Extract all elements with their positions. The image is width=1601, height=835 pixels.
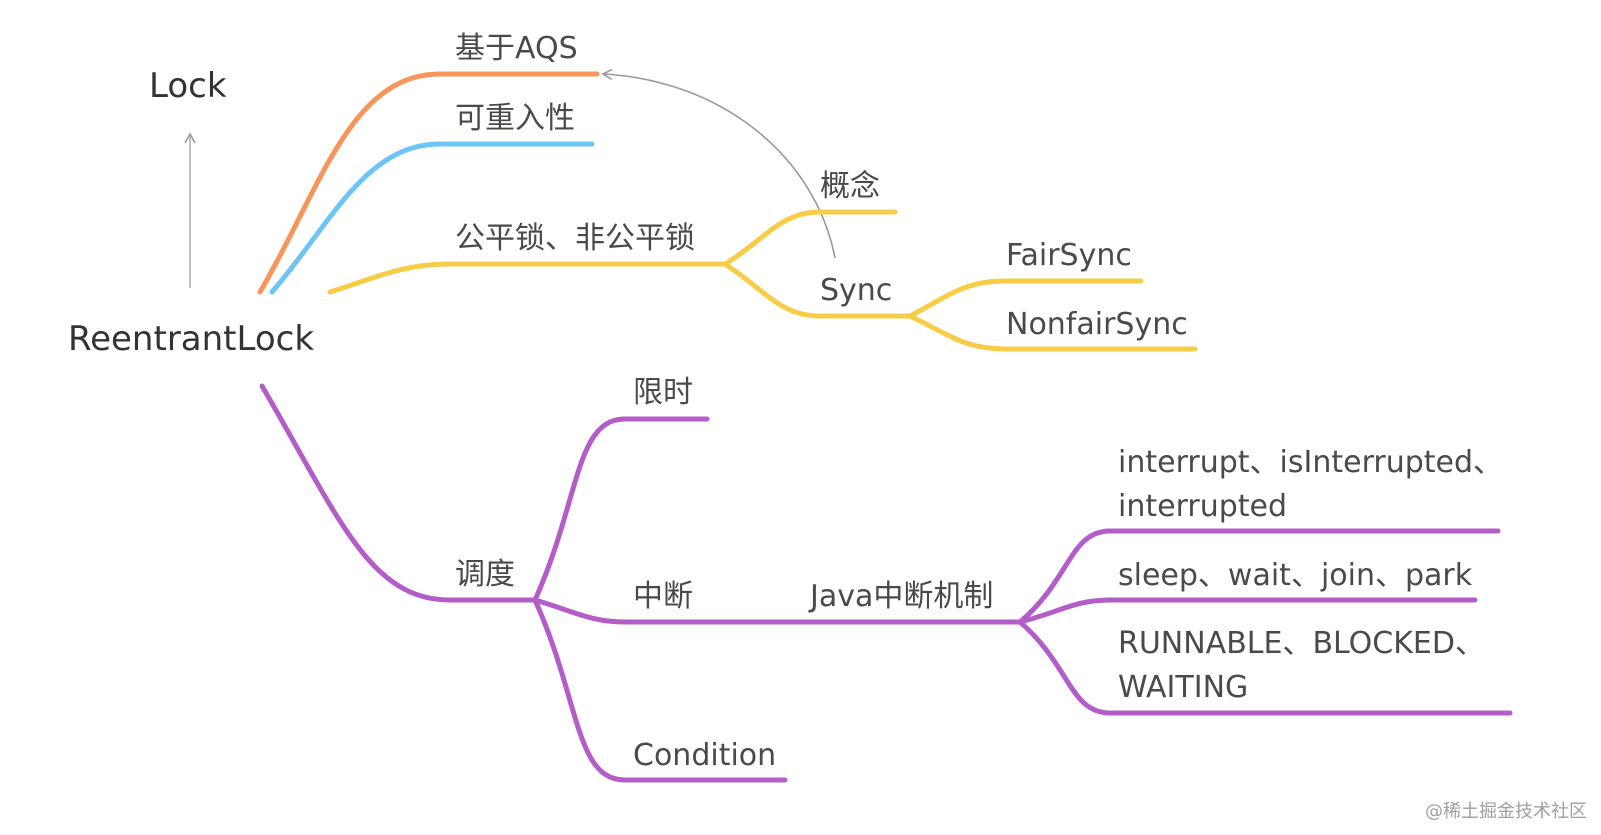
node-fairness-label: 公平锁、非公平锁 — [455, 221, 695, 256]
branch-line-states — [1017, 619, 1513, 716]
parent-node-label: Lock — [149, 66, 227, 106]
node-concept-label: 概念 — [820, 169, 880, 204]
branch-line-nonfairsync — [907, 313, 1198, 352]
branch-line-scheduling — [259, 383, 538, 603]
node-condition-label: Condition — [633, 738, 777, 773]
branch-line-reentrancy — [269, 141, 595, 295]
watermark: @稀土掘金技术社区 — [1425, 801, 1587, 822]
node-aqs-label: 基于AQS — [455, 31, 578, 66]
branch-line-blocking — [1017, 597, 1478, 625]
branch-line-fairsync — [907, 278, 1144, 319]
node-interrupt-methods: interrupt、isInterrupted、 interrupted — [1118, 441, 1503, 529]
node-nonfairsync-label: NonfairSync — [1006, 307, 1188, 342]
node-interrupt-methods-line2: interrupted — [1118, 489, 1288, 524]
sync-to-aqs-arrow — [601, 68, 836, 259]
node-fairsync-label: FairSync — [1006, 238, 1132, 273]
node-interrupt-label: 中断 — [633, 579, 693, 614]
branch-line-fairness — [327, 261, 728, 295]
node-blocking-methods-label: sleep、wait、join、park — [1118, 558, 1473, 593]
branch-line-aqs — [257, 71, 600, 295]
branch-line-condition — [532, 597, 788, 783]
branch-line-timed — [532, 416, 710, 603]
node-java-interrupt-label: Java中断机制 — [810, 579, 994, 614]
branch-line-interrupt — [532, 597, 1023, 625]
node-thread-states: RUNNABLE、BLOCKED、 WAITING — [1118, 622, 1485, 710]
node-thread-states-line2: WAITING — [1118, 670, 1249, 705]
node-reentrancy-label: 可重入性 — [455, 101, 575, 136]
node-interrupt-methods-line1: interrupt、isInterrupted、 — [1118, 445, 1504, 480]
node-sync-label: Sync — [820, 273, 893, 308]
branch-line-methods — [1017, 528, 1501, 625]
node-thread-states-line1: RUNNABLE、BLOCKED、 — [1118, 626, 1485, 661]
node-timed-label: 限时 — [633, 375, 693, 410]
root-node-label: ReentrantLock — [68, 319, 315, 359]
node-scheduling-label: 调度 — [455, 557, 515, 592]
branch-line-concept — [722, 209, 898, 267]
branch-line-sync — [722, 261, 913, 319]
